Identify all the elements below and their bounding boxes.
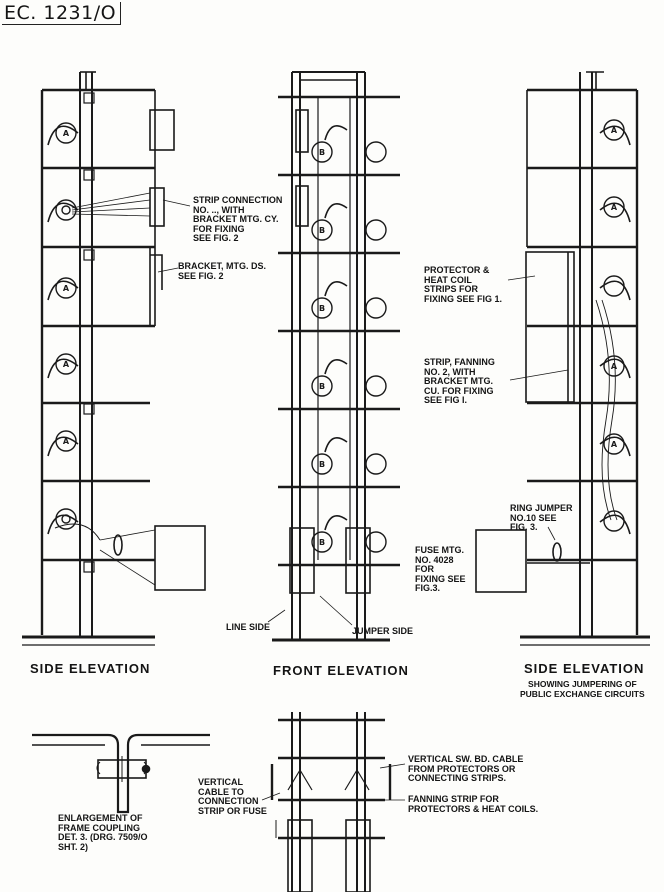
title-side-elevation-left: SIDE ELEVATION — [30, 661, 151, 676]
marker-b: B — [319, 148, 325, 157]
marker-a: A — [63, 129, 70, 138]
jumpering-detail — [261, 712, 406, 892]
marker-b: B — [319, 538, 325, 547]
marker-b: B — [319, 382, 325, 391]
callout-fanning-strip: FANNING STRIP FOR PROTECTORS & HEAT COIL… — [408, 794, 539, 814]
marker-a: A — [611, 126, 618, 135]
marker-b: B — [319, 460, 325, 469]
front-frame — [267, 71, 400, 642]
callout-strip-fanning: STRIP, FANNING No. 2, WITH BRACKET MTG. … — [424, 357, 495, 405]
marker-b: B — [319, 226, 325, 235]
callout-vertical-cable: VERTICAL CABLE TO CONNECTION STRIP OR FU… — [198, 777, 267, 816]
marker-a: A — [63, 284, 70, 293]
callout-strip-connection: STRIP CONNECTION No. .., WITH BRACKET MT… — [193, 195, 283, 243]
side-elevation-note: SHOWING JUMPERING OF PUBLIC EXCHANGE CIR… — [520, 679, 645, 699]
callout-line-side: LINE SIDE — [226, 622, 271, 632]
callout-fuse-mtg: FUSE MTG. No. 4028 FOR FIXING SEE FIG.3. — [415, 545, 466, 593]
callout-ring-jumper: RING JUMPER No.10 SEE FIG. 3. — [510, 503, 573, 532]
marker-a: A — [611, 362, 618, 371]
callout-protector: PROTECTOR & HEAT COIL STRIPS FOR FIXING … — [424, 265, 503, 304]
right-protector-markers — [603, 119, 625, 532]
left-protector-markers — [55, 122, 77, 530]
callout-vertical-sw-cable: VERTICAL SW. BD. CABLE FROM PROTECTORS O… — [408, 754, 524, 783]
right-side-frame — [475, 71, 650, 646]
drawing-reference: EC. 1231/O — [2, 2, 122, 25]
left-side-frame — [22, 71, 206, 646]
title-front-elevation: FRONT ELEVATION — [273, 663, 409, 678]
callout-jumper-side: JUMPER SIDE — [352, 626, 414, 636]
marker-a: A — [611, 203, 618, 212]
marker-b: B — [319, 304, 325, 313]
marker-a: A — [63, 360, 70, 369]
marker-letters: A A A A B B B B B B A A A A — [63, 126, 618, 547]
frame-coupling-detail — [32, 733, 210, 814]
callout-bracket-mtg: BRACKET, MTG. DS. SEE FIG. 2 — [178, 261, 267, 281]
front-protector-markers — [311, 141, 387, 553]
marker-a: A — [63, 437, 70, 446]
title-side-elevation-right: SIDE ELEVATION — [524, 661, 645, 676]
callout-enlargement: ENLARGEMENT OF FRAME COUPLING DET. 3. (D… — [58, 813, 148, 852]
marker-a: A — [611, 440, 618, 449]
